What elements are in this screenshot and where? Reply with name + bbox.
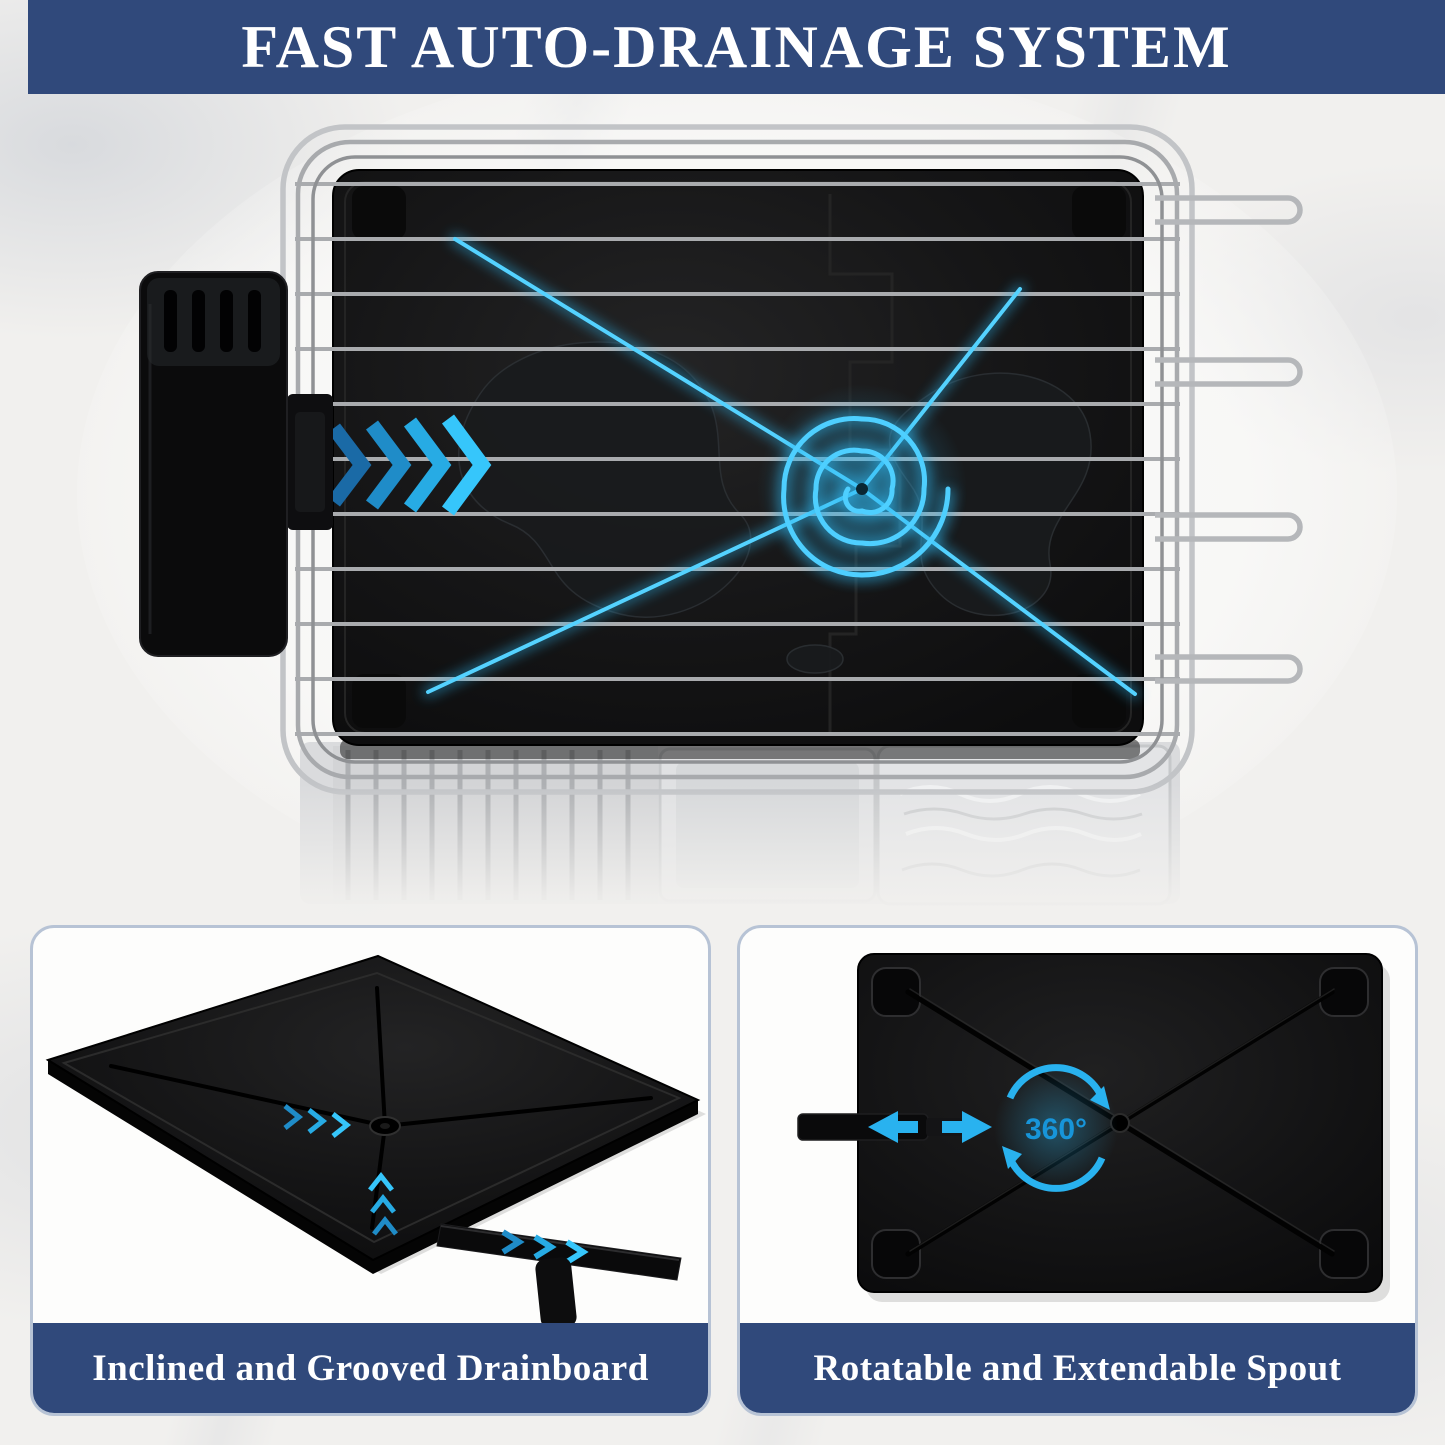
flow-chevrons-icon [283, 1104, 398, 1236]
utensil-holder [139, 271, 333, 657]
panel-drainboard: Inclined and Grooved Drainboard [30, 925, 711, 1416]
spout-flow-chevrons-icon [501, 1229, 589, 1265]
extend-arrows-icon [868, 1111, 992, 1143]
swirl-vortex-icon [757, 384, 967, 594]
rotate-360-icon: 360° [994, 1064, 1118, 1192]
hero-image [0, 54, 1445, 934]
board-side [48, 1060, 698, 1274]
page-title: FAST AUTO-DRAINAGE SYSTEM [241, 13, 1232, 80]
drain-outlet [369, 1116, 401, 1136]
board-surface [45, 954, 701, 1262]
drainboard-top [332, 169, 1144, 759]
drainboard-perspective [45, 954, 706, 1323]
spout [436, 1223, 682, 1281]
corner-pads [352, 186, 1126, 728]
rack-wires [295, 182, 1180, 736]
drain-pipe [535, 1257, 577, 1323]
hero-illustration [0, 54, 1445, 934]
holder-slots [164, 290, 261, 352]
flow-chevrons-icon [328, 414, 492, 516]
panel-spout: 360° Rotatable and Extendable Spout [737, 925, 1418, 1416]
board-rim [61, 971, 682, 1244]
side-hooks [1155, 195, 1303, 684]
caption-spout: Rotatable and Extendable Spout [740, 1323, 1415, 1413]
photo-fade [0, 784, 1445, 925]
caption-drainboard-label: Inclined and Grooved Drainboard [92, 1347, 649, 1389]
corner-feet [871, 967, 1369, 1279]
caption-drainboard: Inclined and Grooved Drainboard [33, 1323, 708, 1413]
drainboard-bottom-view: 360° [797, 953, 1390, 1302]
rotation-label: 360° [1025, 1113, 1087, 1146]
header-banner: FAST AUTO-DRAINAGE SYSTEM [28, 0, 1445, 94]
caption-spout-label: Rotatable and Extendable Spout [813, 1347, 1342, 1389]
